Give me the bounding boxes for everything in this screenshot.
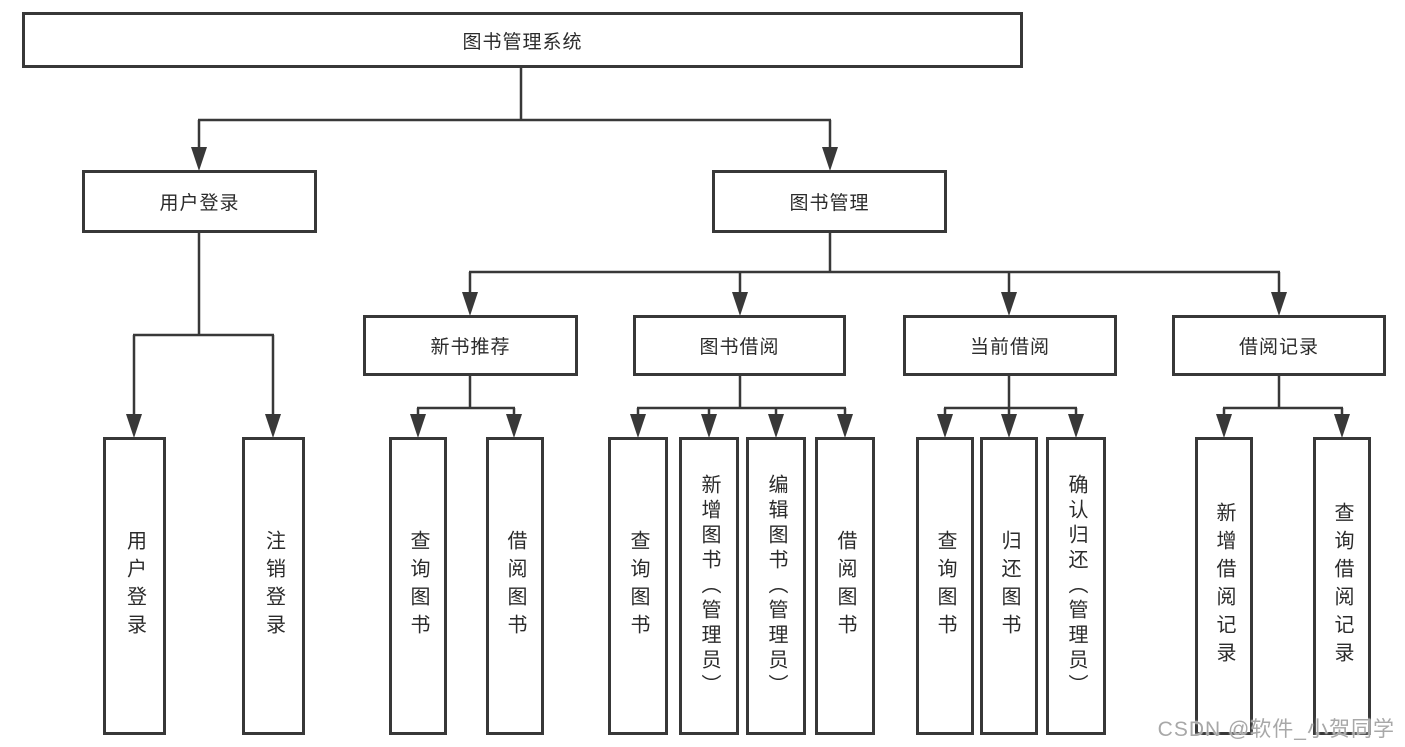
leaf-records-query-record: 查询借阅记录 bbox=[1313, 437, 1371, 735]
leaf-records-add-record: 新增借阅记录 bbox=[1195, 437, 1253, 735]
node-root-system: 图书管理系统 bbox=[22, 12, 1023, 68]
node-borrow-records: 借阅记录 bbox=[1172, 315, 1386, 376]
node-current-borrow: 当前借阅 bbox=[903, 315, 1117, 376]
leaf-current-return-books: 归还图书 bbox=[980, 437, 1038, 735]
leaf-current-confirm-return-admin: 确认归还（管理员） bbox=[1046, 437, 1106, 735]
leaf-newbooks-borrow-books: 借阅图书 bbox=[486, 437, 544, 735]
leaf-borrow-borrow-books: 借阅图书 bbox=[815, 437, 875, 735]
node-book-management-branch: 图书管理 bbox=[712, 170, 947, 233]
leaf-current-query-books: 查询图书 bbox=[916, 437, 974, 735]
leaf-borrow-add-books-admin: 新增图书（管理员） bbox=[679, 437, 739, 735]
csdn-watermark: CSDN @软件_小贺同学 bbox=[1157, 718, 1395, 741]
leaf-user-login: 用户登录 bbox=[103, 437, 166, 735]
node-new-book-recommend: 新书推荐 bbox=[363, 315, 578, 376]
leaf-borrow-query-books: 查询图书 bbox=[608, 437, 668, 735]
node-user-login-branch: 用户登录 bbox=[82, 170, 317, 233]
leaf-newbooks-query-books: 查询图书 bbox=[389, 437, 447, 735]
arrowhead-icons bbox=[126, 147, 1350, 438]
leaf-borrow-edit-books-admin: 编辑图书（管理员） bbox=[746, 437, 806, 735]
leaf-logout: 注销登录 bbox=[242, 437, 305, 735]
node-book-borrow: 图书借阅 bbox=[633, 315, 846, 376]
